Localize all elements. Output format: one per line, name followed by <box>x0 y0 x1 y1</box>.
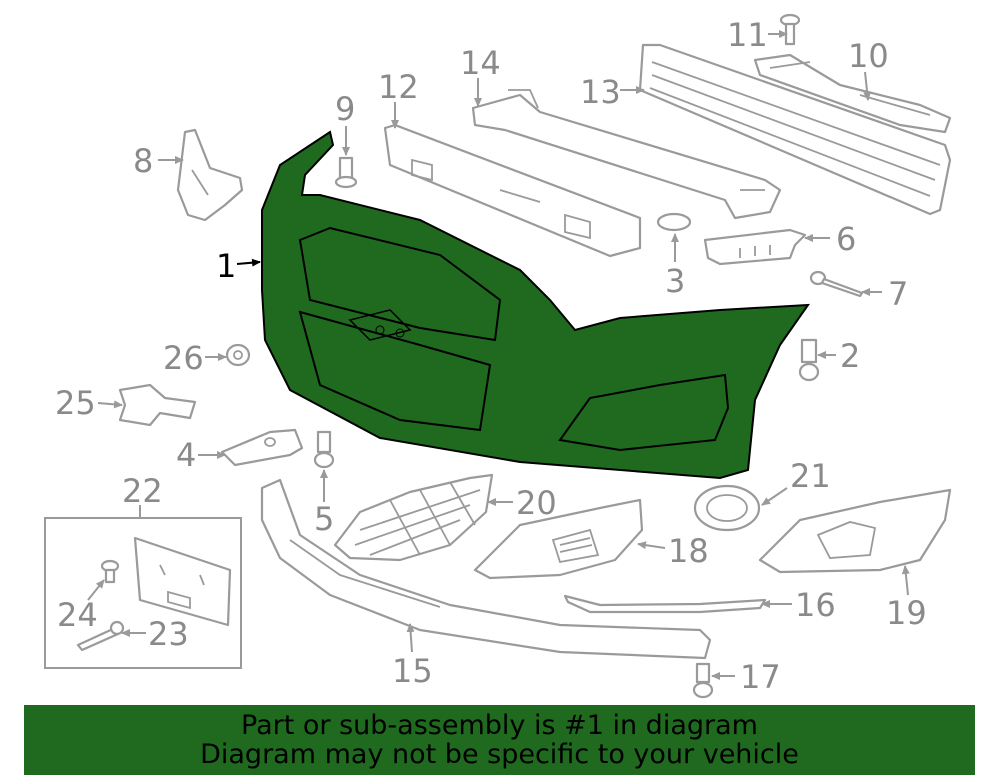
callout-17: 17 <box>740 658 781 696</box>
fog-bezel-left[interactable] <box>473 498 644 580</box>
callout-19: 19 <box>886 594 927 632</box>
bolt-11[interactable] <box>779 13 801 46</box>
license-bracket-inset[interactable] <box>44 517 242 669</box>
absorber-bracket[interactable] <box>753 53 952 134</box>
banner-line-2: Diagram may not be specific to your vehi… <box>200 739 799 770</box>
callout-6: 6 <box>836 220 856 258</box>
callout-4: 4 <box>176 436 196 474</box>
callout-20: 20 <box>516 484 557 522</box>
callout-5: 5 <box>314 500 334 538</box>
fog-ring[interactable] <box>693 484 761 532</box>
lower-grille[interactable] <box>333 473 494 562</box>
bumper-cover[interactable] <box>261 130 811 480</box>
disclaimer-banner: Part or sub-assembly is #1 in diagram Di… <box>24 705 975 775</box>
bolt-9[interactable] <box>334 156 358 189</box>
callout-18: 18 <box>668 532 709 570</box>
nut-26[interactable] <box>225 343 251 367</box>
bracket-4[interactable] <box>220 428 304 467</box>
callout-14: 14 <box>460 44 501 82</box>
molding-strip[interactable] <box>563 594 767 614</box>
callout-3: 3 <box>665 262 685 300</box>
callout-16: 16 <box>795 586 836 624</box>
reinforcement-bar[interactable] <box>638 43 952 216</box>
bolt-2[interactable] <box>798 338 820 382</box>
callout-10: 10 <box>848 37 889 75</box>
clip-3[interactable] <box>656 212 692 232</box>
callout-21: 21 <box>790 457 831 495</box>
callout-2: 2 <box>840 337 860 375</box>
callout-26: 26 <box>163 339 204 377</box>
callout-1: 1 <box>216 247 236 285</box>
callout-13: 13 <box>580 73 621 111</box>
callout-9: 9 <box>335 90 355 128</box>
callout-8: 8 <box>133 142 153 180</box>
lower-valance[interactable] <box>260 478 712 660</box>
banner-line-1: Part or sub-assembly is #1 in diagram <box>241 710 758 741</box>
upper-support[interactable] <box>471 89 782 220</box>
callout-25: 25 <box>55 384 96 422</box>
callout-11: 11 <box>727 16 768 54</box>
leader-lines <box>87 30 910 680</box>
bolt-5[interactable] <box>313 430 335 469</box>
callout-22: 22 <box>122 472 163 510</box>
side-bracket[interactable] <box>176 128 244 222</box>
bolt-17[interactable] <box>692 662 714 699</box>
callout-23: 23 <box>148 615 189 653</box>
fog-bezel-right[interactable] <box>758 488 952 574</box>
pin-7[interactable] <box>809 270 864 298</box>
callout-24: 24 <box>57 596 98 634</box>
callout-7: 7 <box>888 275 908 313</box>
callout-labels: 1 2 3 4 5 6 7 8 9 10 11 12 13 14 15 16 1… <box>55 16 927 696</box>
emblem[interactable] <box>118 383 197 427</box>
bracket-6[interactable] <box>703 228 807 266</box>
callout-15: 15 <box>392 652 433 690</box>
callout-12: 12 <box>378 68 419 106</box>
